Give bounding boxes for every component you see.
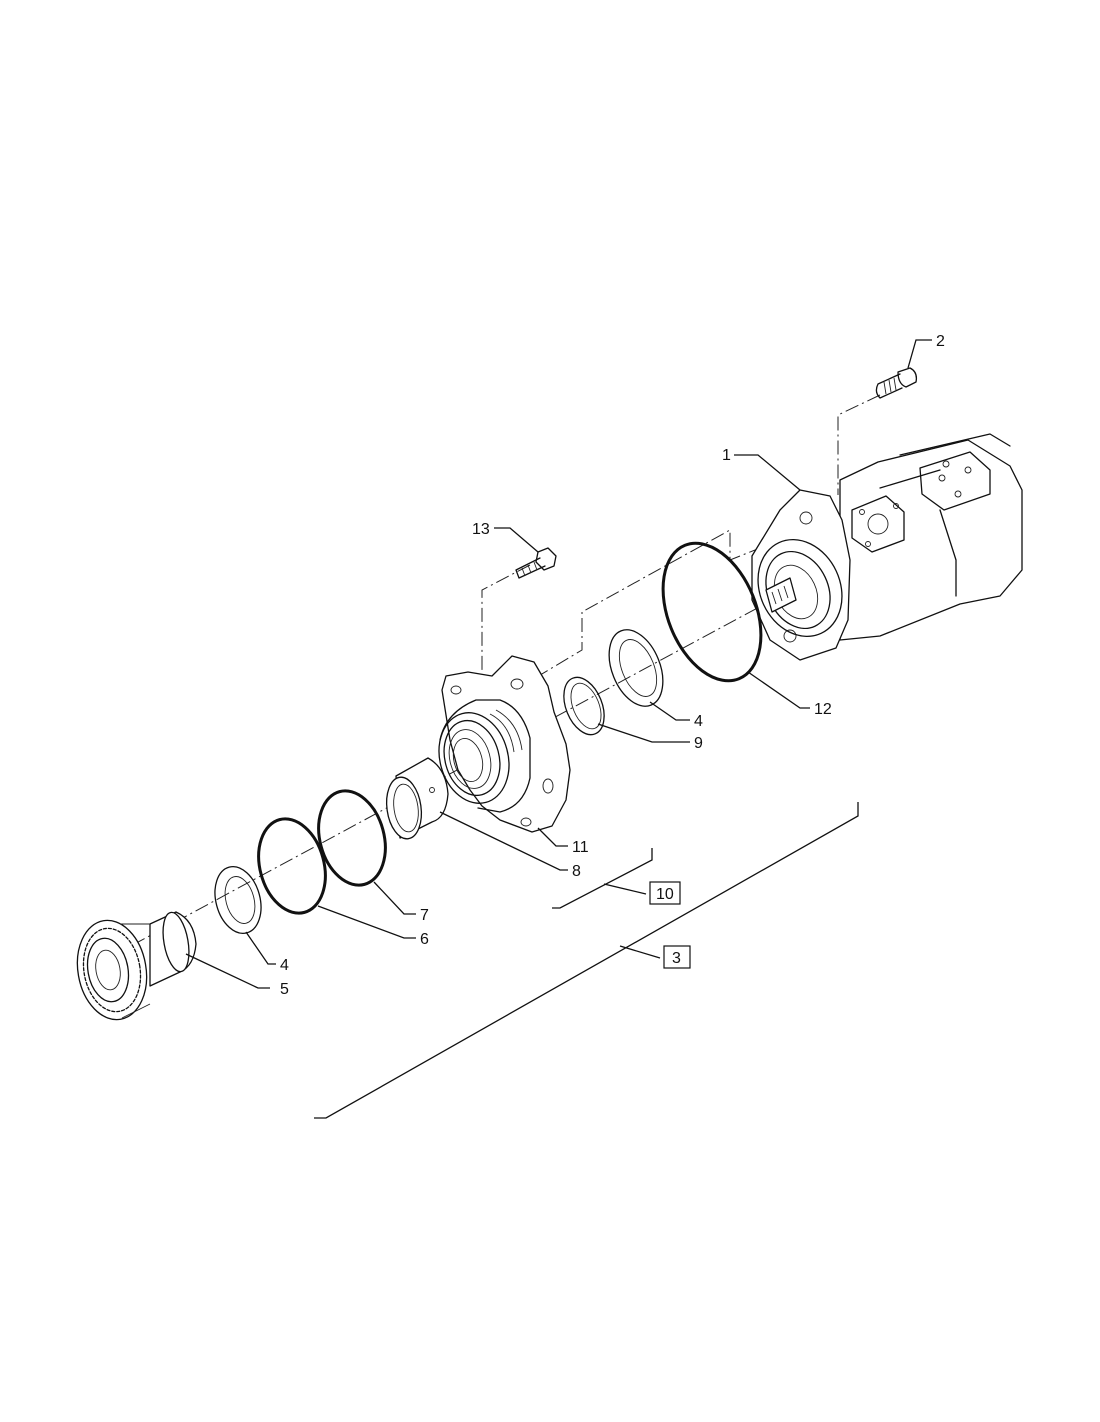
screw-2 xyxy=(875,367,918,399)
kit-3-box xyxy=(663,945,691,969)
o-ring-12 xyxy=(661,541,763,683)
kit-10-bracket xyxy=(552,848,653,909)
gear-shaft-5 xyxy=(76,911,197,1021)
gear-pump-1 xyxy=(751,433,1023,661)
callout-1: 1 xyxy=(722,447,731,464)
leader-9 xyxy=(597,723,690,743)
leader-2 xyxy=(907,339,932,369)
bushing-8 xyxy=(385,757,449,840)
leader-1 xyxy=(734,454,801,491)
thrust-washer-4-upper xyxy=(608,629,664,707)
callout-6: 6 xyxy=(420,931,429,948)
callout-4-lower: 4 xyxy=(280,957,289,974)
callout-2: 2 xyxy=(936,333,945,350)
leader-6 xyxy=(317,905,416,939)
kit-10-box xyxy=(649,881,681,905)
callout-3: 3 xyxy=(672,950,681,967)
callout-9: 9 xyxy=(694,735,703,752)
leader-12 xyxy=(747,671,810,709)
leader-10 xyxy=(603,883,647,895)
kit-3-bracket xyxy=(314,802,859,1119)
o-ring-6 xyxy=(257,817,327,915)
snap-ring-9 xyxy=(563,676,605,736)
leader-4-lower xyxy=(245,931,276,965)
callout-12: 12 xyxy=(814,701,832,718)
bolt-13 xyxy=(515,547,557,579)
screw-2-path xyxy=(837,394,881,495)
callout-13: 13 xyxy=(472,521,490,538)
callout-4-upper: 4 xyxy=(694,713,703,730)
leader-11 xyxy=(537,827,568,847)
o-ring-7 xyxy=(317,789,387,887)
leader-3 xyxy=(619,945,661,959)
flange-hole-path xyxy=(514,529,761,691)
leader-5 xyxy=(185,953,270,989)
bolt-13-path xyxy=(479,564,531,673)
callout-7: 7 xyxy=(420,907,429,924)
callout-11: 11 xyxy=(572,839,589,856)
callout-8: 8 xyxy=(572,863,581,880)
leader-13 xyxy=(494,527,539,553)
callout-10: 10 xyxy=(656,886,674,903)
leader-4-upper xyxy=(649,701,690,721)
callout-5: 5 xyxy=(280,981,289,998)
adapter-housing-11 xyxy=(438,655,571,833)
leader-7 xyxy=(373,881,416,915)
leader-8 xyxy=(439,811,568,871)
